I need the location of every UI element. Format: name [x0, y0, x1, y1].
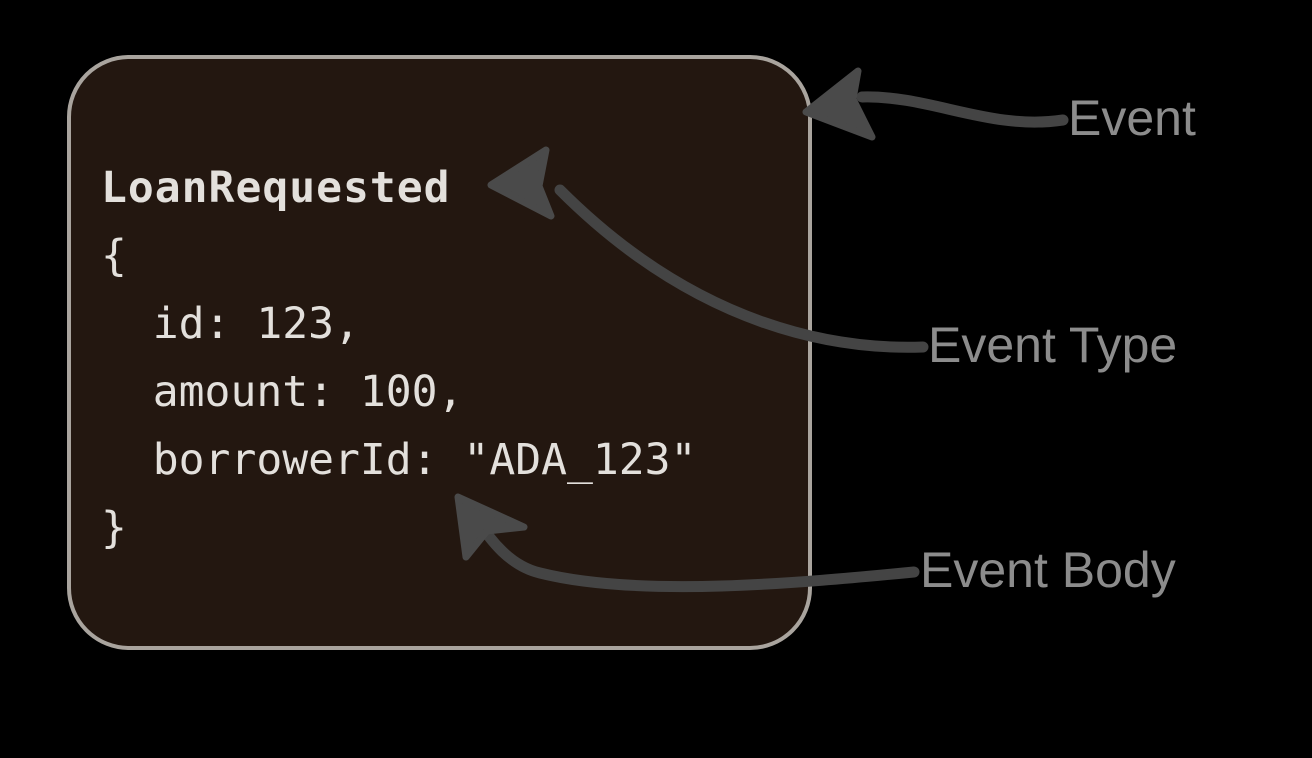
event-card[interactable]: LoanRequested { id: 123, amount: 100, bor… [67, 55, 812, 650]
event-code-block: LoanRequested { id: 123, amount: 100, bor… [101, 154, 696, 562]
json-close-brace: } [101, 503, 127, 553]
annotation-label-event-type: Event Type [928, 317, 1178, 373]
annotation-label-event: Event [1068, 90, 1196, 146]
json-open-brace: { [101, 231, 127, 281]
json-field-borrower-id: borrowerId: "ADA_123" [101, 435, 697, 485]
annotation-label-event-body: Event Body [920, 542, 1176, 598]
event-type-label: LoanRequested [101, 163, 451, 213]
event-arrow [802, 67, 1069, 141]
json-field-amount: amount: 100, [101, 367, 464, 417]
json-field-id: id: 123, [101, 299, 360, 349]
